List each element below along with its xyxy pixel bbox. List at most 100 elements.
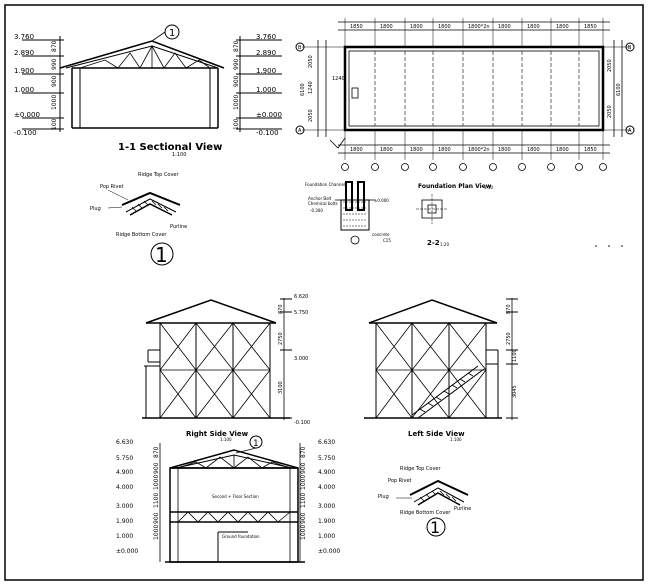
plan-dim: 1800 [410, 24, 423, 30]
left-side-title: Left Side View [408, 430, 465, 438]
plan-dim: 1800 [350, 147, 363, 153]
plan-axis-label: A [298, 128, 302, 134]
ridge2-bottom-label: Ridge Bottom Cover [400, 510, 451, 516]
level-label: 5.750 [318, 455, 335, 462]
level-label: ±0.000 [116, 548, 138, 555]
right-side-level: 6.620 [294, 294, 308, 300]
plan-axis-bubble [575, 163, 583, 171]
plan-dim: 1800 [527, 147, 540, 153]
level-label: 3.760 [256, 33, 276, 41]
plan-dim: 1850 [584, 24, 597, 30]
ridge-bottom-label: Ridge Bottom Cover [116, 232, 167, 238]
level-label: 3.000 [116, 503, 133, 510]
right-side-level: 3.000 [294, 356, 308, 362]
left-side-dim: 3045 [512, 385, 518, 398]
foundation-plan-scale: 1:50 [484, 185, 493, 190]
foundation-plan-title: Foundation Plan View [418, 183, 492, 190]
plan-right-total: 6100 [616, 83, 622, 96]
plan-dim: 1800 [380, 24, 393, 30]
right-side-view [142, 298, 292, 420]
dim-label: 1000 [153, 525, 160, 540]
ridge2-pop-rivet-label: Pop Rivet [388, 478, 412, 484]
ridge-purline-label: Purline [170, 224, 187, 230]
ridge-detail-bottom [396, 479, 469, 537]
plan-dim: 1800 [380, 147, 393, 153]
plan-axis-label: B [298, 45, 302, 51]
plan-axis-bubble [459, 163, 467, 171]
stray-marks [595, 245, 623, 247]
plan-axis-label: B [628, 45, 632, 51]
plan-left-note: 1240 [332, 76, 345, 82]
plan-view [295, 21, 635, 154]
section-2-left-levels: 6.6305.7504.9004.0003.0001.9001.000±0.00… [116, 439, 138, 555]
level-label: ±0.000 [318, 548, 340, 555]
dim-label: 1000 [300, 525, 307, 540]
plan-left-total: 6100 [300, 83, 306, 96]
plan-axis-bubble [341, 163, 349, 171]
level-label: 4.000 [318, 484, 335, 491]
level-label: 1.900 [256, 67, 276, 75]
dim-label: 900 [300, 462, 307, 474]
plan-dim: 1800 [556, 147, 569, 153]
section-2-note: Second + Floor Section [212, 494, 259, 499]
plan-axis-label: A [628, 128, 632, 134]
dim-label: 1000 [233, 95, 240, 110]
dim-label: 990 [233, 58, 240, 70]
dim-label: 1000 [153, 475, 160, 490]
plan-left-dim: 2050 [308, 109, 314, 122]
level-label: 1.000 [14, 86, 34, 94]
ridge2-top-label: Ridge Top Cover [400, 466, 441, 472]
left-side-dim: 2750 [506, 332, 512, 345]
foundation-level-neg: -0.300 [310, 208, 323, 213]
ridge-top-label: Ridge Top Cover [138, 172, 179, 178]
plan-axis-bubble [547, 163, 555, 171]
foundation-level-zero: ±0.000 [374, 198, 389, 203]
level-label: 4.900 [318, 469, 335, 476]
plan-dim: 1800 [410, 147, 423, 153]
section-1-1-title: 1-1 Sectional View [118, 142, 222, 153]
plan-right-dim: 2050 [607, 59, 613, 72]
dim-label: 1100 [300, 493, 307, 508]
foundation-section-scale: 1:20 [440, 242, 449, 247]
section-1-1-view [22, 24, 282, 132]
plan-dim: 1800 [556, 24, 569, 30]
plan-axis-bubble [599, 163, 607, 171]
ridge-top-callout: 1 [155, 243, 168, 267]
level-label: 2.890 [256, 49, 276, 57]
right-side-title: Right Side View [186, 430, 249, 438]
level-label: 1.900 [116, 518, 133, 525]
level-label: ±0.000 [256, 111, 282, 119]
plan-axis-bubble [371, 163, 379, 171]
left-side-dim: 870 [506, 304, 512, 314]
level-label: ±0.000 [14, 111, 40, 119]
plan-axis-bubble [429, 163, 437, 171]
plan-dim: 1800 [438, 147, 451, 153]
dim-label: 1000 [51, 95, 58, 110]
dim-label: 990 [51, 58, 58, 70]
level-label: 4.900 [116, 469, 133, 476]
dim-label: 870 [300, 446, 307, 458]
ridge-pop-rivet-label: Pop Rivet [100, 184, 124, 190]
dim-label: 870 [233, 40, 240, 52]
dim-label: 900 [300, 512, 307, 524]
plan-dim: 1800*2n [468, 147, 490, 153]
plan-dim: 1800 [438, 24, 451, 30]
foundation-section-label: 2-2 [427, 239, 440, 247]
level-label: 1.000 [116, 533, 133, 540]
plan-right-dim: 2050 [607, 105, 613, 118]
dim-label: 870 [51, 40, 58, 52]
right-side-dim: 2750 [278, 332, 284, 345]
plan-dim: 1800 [527, 24, 540, 30]
left-side-dim: 1100 [512, 349, 518, 362]
level-label: 5.750 [116, 455, 133, 462]
right-side-dim: 870 [278, 304, 284, 314]
